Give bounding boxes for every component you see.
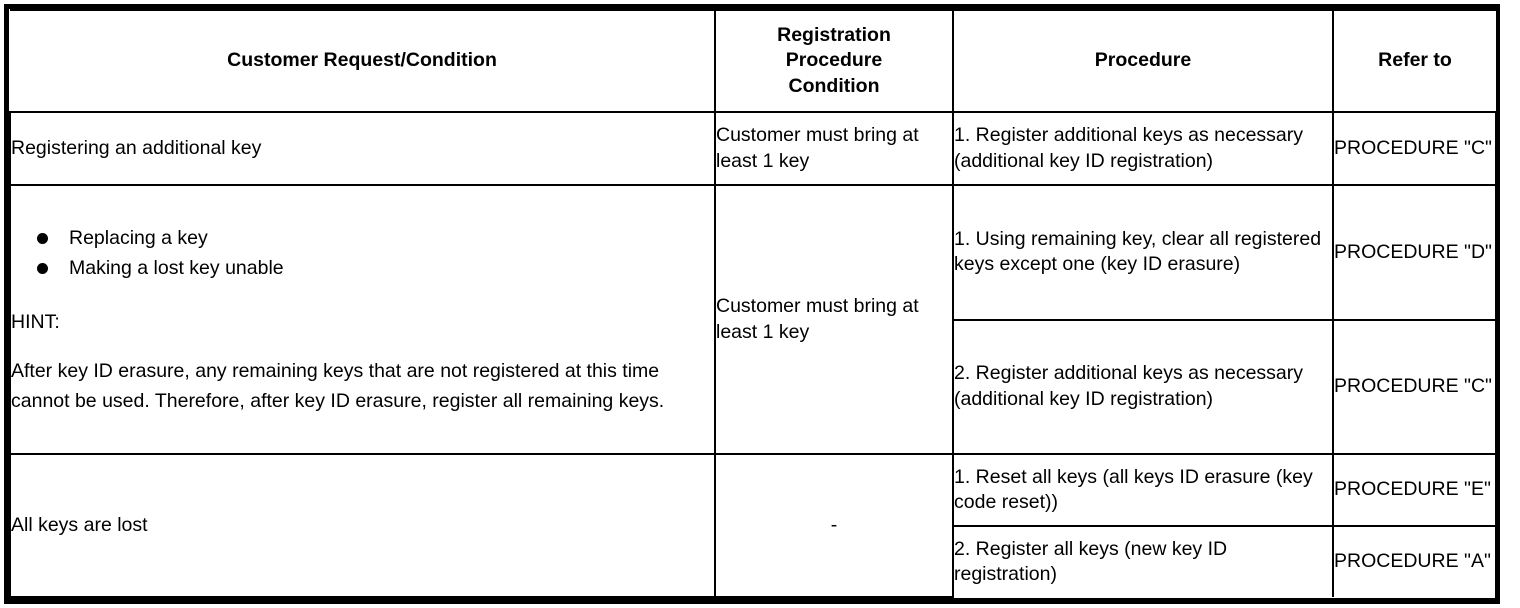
table-row: 2. Register all keys (new key ID registr… — [10, 525, 1497, 597]
bullet-icon — [37, 263, 48, 275]
cell-customer-request-condition: Registering an additional key — [9, 110, 716, 187]
header-line: Customer Request/Condition — [227, 49, 497, 72]
cell-procedure: 1. Reset all keys (all keys ID erasure (… — [952, 452, 1334, 528]
cell-refer-to: PROCEDURE "C" — [1332, 318, 1497, 455]
header-line: Procedure — [1094, 49, 1192, 72]
column-header-customer-request-condition: Customer Request/Condition — [10, 9, 716, 113]
cell-procedure: 2. Register all keys (new key ID registr… — [952, 525, 1334, 597]
cell-procedure: 1. Register additional keys as necessary… — [952, 110, 1334, 187]
hint-body: After key ID erasure, any remaining keys… — [11, 360, 665, 412]
list-item: Making a lost key unable — [11, 253, 714, 283]
cell-registration-procedure-condition: Customer must bring at least 1 key — [714, 184, 954, 455]
table-body: Registering an additional key Customer m… — [9, 110, 1497, 599]
cell-procedure: 1. Using remaining key, clear all regist… — [952, 184, 1334, 321]
bullet-icon — [37, 232, 48, 244]
condition-bullet-list: Replacing a key Making a lost key unable — [11, 223, 714, 284]
key-registration-procedure-table: Customer Request/Condition Registration … — [4, 4, 1500, 604]
cell-registration-procedure-condition: Customer must bring at least 1 key — [714, 110, 954, 187]
header-line: Condition — [788, 74, 880, 97]
cell-customer-request-condition: Replacing a key Making a lost key unable… — [9, 184, 716, 455]
table-row: Replacing a key Making a lost key unable… — [9, 184, 1497, 455]
table-row: Registering an additional key Customer m… — [9, 110, 1497, 187]
cell-refer-to: PROCEDURE "C" — [1332, 110, 1497, 187]
list-item-label: Making a lost key unable — [69, 257, 284, 280]
list-item-label: Replacing a key — [69, 226, 208, 249]
cell-refer-to: PROCEDURE "E" — [1332, 452, 1497, 528]
cell-refer-to: PROCEDURE "A" — [1332, 525, 1497, 597]
column-header-procedure: Procedure — [952, 9, 1334, 113]
header-line: Registration — [777, 23, 891, 46]
header-line: Refer to — [1378, 49, 1452, 72]
cell-registration-procedure-condition: - — [714, 452, 954, 599]
list-item: Replacing a key — [11, 223, 714, 253]
header-row: Customer Request/Condition Registration … — [10, 9, 1496, 113]
cell-procedure: 2. Register additional keys as necessary… — [952, 318, 1334, 455]
cell-refer-to: PROCEDURE "D" — [1332, 184, 1497, 321]
table-row: 2. Register additional keys as necessary… — [10, 318, 1497, 455]
table-grid: Customer Request/Condition Registration … — [9, 9, 1497, 599]
cell-customer-request-condition: All keys are lost — [9, 452, 716, 599]
table-row: All keys are lost - 1. Reset all keys (a… — [9, 452, 1497, 599]
header-line: Procedure — [785, 49, 883, 72]
column-header-refer-to: Refer to — [1332, 9, 1496, 113]
condition-content: Replacing a key Making a lost key unable… — [11, 223, 714, 417]
hint-label: HINT: — [11, 310, 60, 333]
table-header: Customer Request/Condition Registration … — [10, 9, 1496, 113]
column-header-registration-procedure-condition: Registration Procedure Condition — [714, 9, 954, 113]
